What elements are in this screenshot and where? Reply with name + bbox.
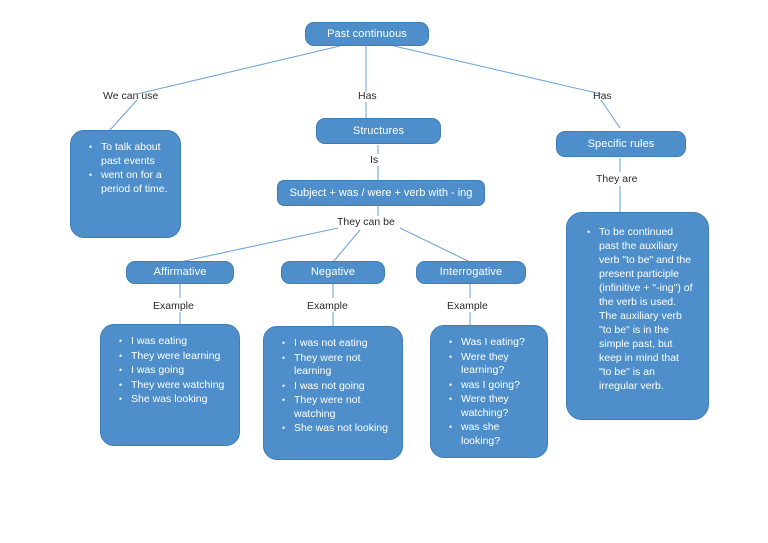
affirmative-example-item: They were watching	[119, 379, 227, 393]
negative-example-item: I was not eating	[282, 337, 390, 351]
edge-label-they-are: They are	[596, 173, 638, 185]
affirmative-example-item: She was looking	[119, 393, 227, 407]
uses-item: went on for a period of time.	[89, 169, 168, 196]
rules-detail-item: To be continued past the auxiliary verb …	[587, 225, 694, 393]
edge-label-example-interrogative: Example	[447, 300, 488, 312]
uses-item: To talk about past events	[89, 141, 168, 168]
interrogative-example-item: Were they watching?	[449, 393, 535, 420]
interrogative-example-item: Was I eating?	[449, 336, 535, 350]
edge-label-is: Is	[370, 154, 379, 166]
node-specific-rules-label: Specific rules	[587, 137, 655, 150]
edge-root-to-right	[393, 45, 602, 95]
edge-label-has-structures: Has	[358, 90, 377, 102]
edge-right-to-rules	[600, 99, 621, 129]
edge-label-example-affirmative: Example	[153, 300, 194, 312]
node-affirmative[interactable]: Affirmative	[126, 261, 234, 284]
node-negative-label: Negative	[310, 266, 356, 278]
edge-theycanbe-to-negative	[332, 229, 361, 263]
node-formula-label: Subject + was / were + verb with - ing	[289, 187, 473, 199]
edge-label-has-rules: Has	[593, 90, 612, 102]
node-interrogative[interactable]: Interrogative	[416, 261, 526, 284]
node-uses-list[interactable]: To talk about past events went on for a …	[70, 130, 181, 238]
edge-theycanbe-to-affirmative	[179, 227, 339, 263]
node-affirmative-examples[interactable]: I was eating They were learning I was go…	[100, 324, 240, 446]
node-past-continuous[interactable]: Past continuous	[305, 22, 429, 46]
edge-root-to-left-lower	[109, 99, 138, 131]
node-formula[interactable]: Subject + was / were + verb with - ing	[277, 180, 485, 206]
node-interrogative-label: Interrogative	[439, 266, 503, 278]
affirmative-example-item: I was eating	[119, 335, 227, 349]
affirmative-example-item: They were learning	[119, 350, 227, 364]
edge-label-example-negative: Example	[307, 300, 348, 312]
negative-example-item: She was not looking	[282, 422, 390, 436]
interrogative-example-item: was she looking?	[449, 421, 535, 448]
affirmative-example-item: I was going	[119, 364, 227, 378]
interrogative-example-item: Were they learning?	[449, 351, 535, 378]
node-structures-label: Structures	[352, 124, 405, 137]
edge-label-they-can-be: They can be	[337, 216, 395, 228]
edge-root-to-left	[136, 45, 341, 95]
negative-example-item: I was not going	[282, 380, 390, 394]
node-structures[interactable]: Structures	[316, 118, 441, 144]
node-specific-rules[interactable]: Specific rules	[556, 131, 686, 157]
negative-example-item: They were not learning	[282, 352, 390, 379]
node-past-continuous-label: Past continuous	[327, 27, 407, 40]
node-interrogative-examples[interactable]: Was I eating? Were they learning? was I …	[430, 325, 548, 458]
edge-theycanbe-to-interrogative	[399, 227, 471, 263]
edge-label-we-can-use: We can use	[103, 90, 159, 102]
node-affirmative-label: Affirmative	[153, 266, 207, 278]
node-negative-examples[interactable]: I was not eating They were not learning …	[263, 326, 403, 460]
negative-example-item: They were not watching	[282, 394, 390, 421]
node-negative[interactable]: Negative	[281, 261, 385, 284]
interrogative-example-item: was I going?	[449, 379, 535, 393]
node-rules-detail[interactable]: To be continued past the auxiliary verb …	[566, 212, 709, 420]
